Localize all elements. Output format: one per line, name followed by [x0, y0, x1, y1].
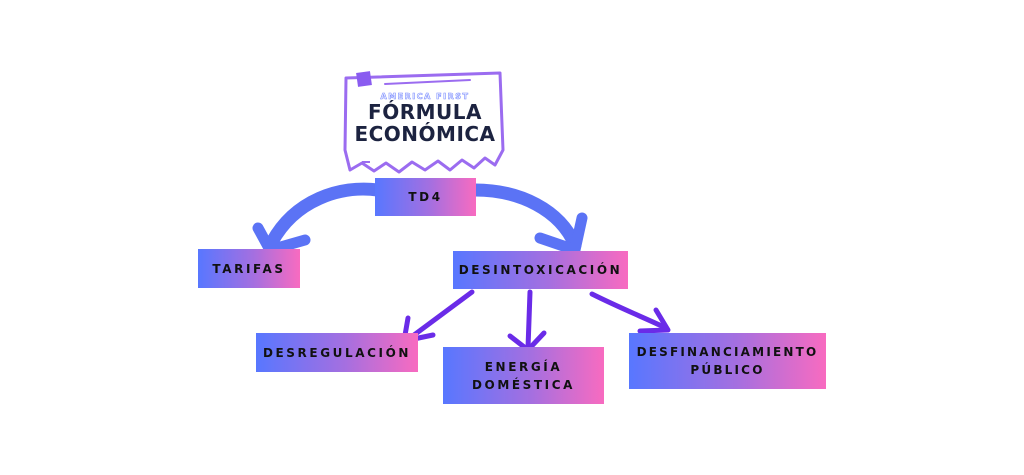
node-desfinanciamiento-publico: DESFINANCIAMIENTO PÚBLICO [629, 333, 826, 389]
title-line-2: ECONÓMICA [354, 122, 496, 146]
node-td4: TD4 [375, 178, 476, 216]
title-line-1: FÓRMULA [368, 100, 482, 124]
node-energia-domestica: ENERGÍA DOMÉSTICA [443, 347, 604, 404]
arrow-to-desfinanciamiento [589, 291, 671, 334]
node-tarifas: TARIFAS [198, 249, 300, 288]
node-label-line-1: ENERGÍA [484, 359, 563, 374]
arrow-td4-to-desintoxicacion [468, 183, 588, 256]
node-label: DESREGULACIÓN [262, 345, 412, 360]
node-desregulacion: DESREGULACIÓN [256, 333, 418, 372]
arrow-to-energia [507, 289, 547, 353]
title-card-frame [343, 71, 505, 174]
arrow-td4-to-tarifas [252, 182, 385, 256]
title-heading: FÓRMULA ECONÓMICA [342, 101, 508, 145]
node-label-line-1: DESFINANCIAMIENTO [636, 345, 819, 359]
node-label: TARIFAS [212, 261, 286, 276]
node-label: TD4 [408, 190, 443, 204]
node-desintoxicacion: DESINTOXICACIÓN [453, 251, 628, 289]
node-label-line-2: PÚBLICO [690, 363, 765, 377]
title-kicker: AMERICA FIRST [380, 92, 470, 102]
title-card: AMERICA FIRST FÓRMULA ECONÓMICA [342, 70, 508, 178]
tape-icon [356, 71, 372, 87]
node-label-line-2: DOMÉSTICA [471, 377, 576, 392]
node-label: DESINTOXICACIÓN [458, 263, 623, 277]
